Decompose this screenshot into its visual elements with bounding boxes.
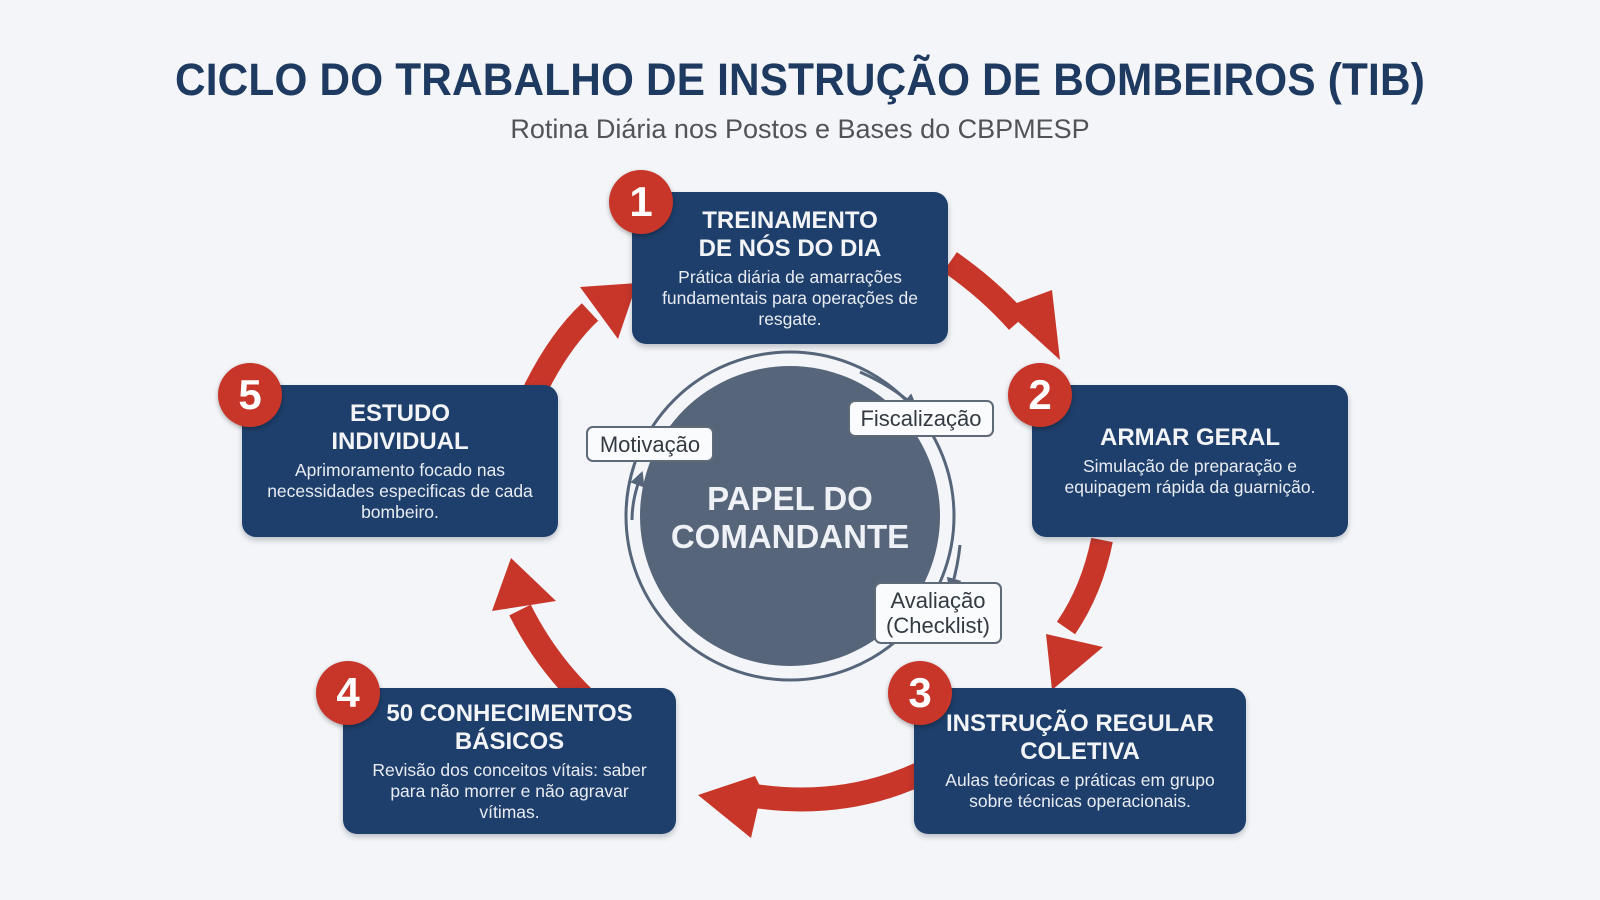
step-badge-2: 2 — [1008, 363, 1072, 427]
role-motivacao: Motivação — [586, 426, 714, 462]
step-description: Prática diária de amarrações fundamentai… — [662, 266, 918, 329]
step-box-3: INSTRUÇÃO REGULAR COLETIVA Aulas teórica… — [914, 688, 1246, 834]
step-box-1: TREINAMENTO DE NÓS DO DIA Prática diária… — [632, 192, 948, 344]
step-description: Aprimoramento focado nas necessidades es… — [267, 459, 533, 522]
arrow-2-to-3 — [1046, 537, 1113, 690]
center-title: PAPEL DO COMANDANTE — [670, 480, 910, 555]
step-box-5: ESTUDO INDIVIDUAL Aprimoramento focado n… — [242, 385, 558, 537]
arrow-4-to-5 — [492, 558, 593, 707]
step-title: TREINAMENTO DE NÓS DO DIA — [698, 206, 882, 262]
step-description: Revisão dos conceitos vítais: saber para… — [372, 759, 647, 822]
step-description: Simulação de preparação e equipagem rápi… — [1064, 456, 1316, 497]
step-description: Aulas teóricas e práticas em grupo sobre… — [945, 770, 1215, 811]
arrow-1-to-2 — [943, 252, 1060, 360]
step-box-2: ARMAR GERAL Simulação de preparação e eq… — [1032, 385, 1348, 537]
page-title: CICLO DO TRABALHO DE INSTRUÇÃO DE BOMBEI… — [175, 54, 1425, 105]
role-fiscalizacao: Fiscalização — [848, 400, 994, 437]
page-subtitle: Rotina Diária nos Postos e Bases do CBPM… — [510, 114, 1090, 144]
step-badge-5: 5 — [218, 363, 282, 427]
role-avaliacao: Avaliação (Checklist) — [874, 582, 1002, 644]
motivacao-arrow-icon — [630, 470, 645, 521]
step-title: ESTUDO INDIVIDUAL — [331, 399, 469, 455]
center-circle — [640, 366, 940, 666]
outer-ring — [624, 350, 956, 682]
step-title: INSTRUÇÃO REGULAR COLETIVA — [946, 710, 1214, 765]
step-badge-4: 4 — [316, 661, 380, 725]
step-title: 50 CONHECIMENTOS BÁSICOS — [386, 699, 633, 755]
arrow-5-to-1 — [524, 283, 637, 396]
step-title: ARMAR GERAL — [1100, 424, 1280, 451]
step-badge-3: 3 — [888, 661, 952, 725]
arrow-3-to-4 — [698, 757, 938, 838]
step-badge-1: 1 — [609, 170, 673, 234]
step-box-4: 50 CONHECIMENTOS BÁSICOS Revisão dos con… — [343, 688, 676, 834]
avaliacao-arrow-icon — [946, 544, 962, 594]
